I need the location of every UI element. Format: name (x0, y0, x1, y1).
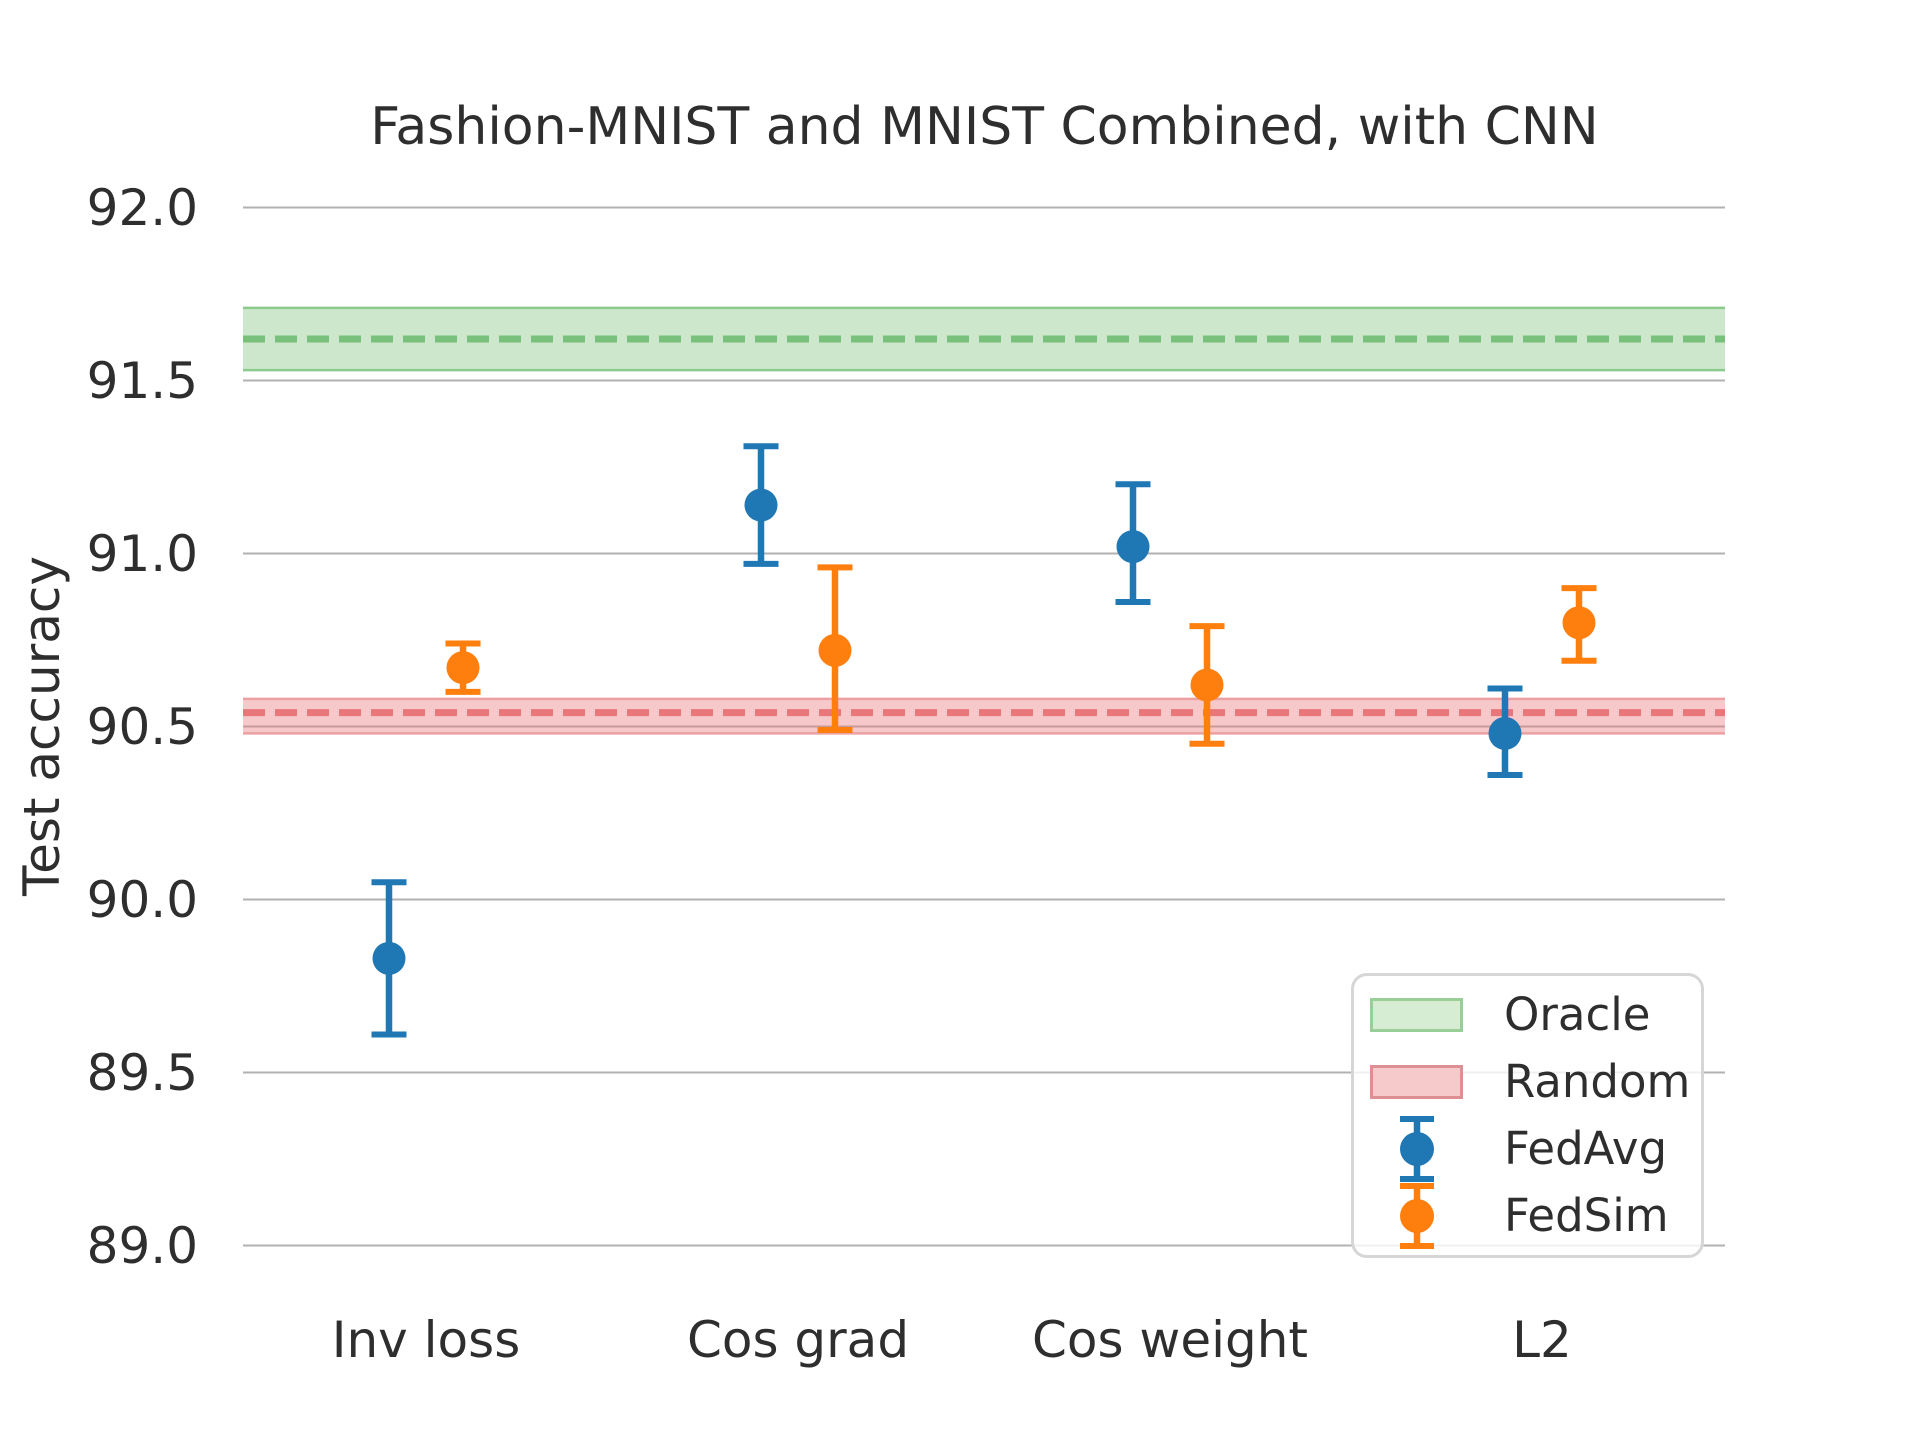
data-point-marker (446, 651, 480, 685)
data-point-marker (1562, 606, 1596, 640)
errorbar-point (445, 640, 481, 695)
legend-item-fedavg: FedAvg (1354, 1115, 1701, 1182)
data-point-marker (818, 633, 852, 667)
series-fedsim (445, 564, 1597, 747)
errorbar-marker-icon (1399, 1115, 1434, 1182)
errorbar-marker-icon (1399, 1182, 1434, 1249)
legend-label: FedSim (1504, 1188, 1669, 1242)
gridlines (243, 206, 1725, 1247)
legend-swatch-random (1370, 1048, 1463, 1115)
chart-title: Fashion-MNIST and MNIST Combined, with C… (370, 97, 1599, 157)
legend-item-oracle: Oracle (1354, 981, 1701, 1048)
y-tick-label: 91.5 (86, 351, 198, 410)
band-swatch (1370, 997, 1463, 1032)
series-fedavg (371, 443, 1523, 1038)
y-tick-label: 90.5 (86, 697, 198, 756)
legend-swatch-oracle (1370, 981, 1463, 1048)
errorbar-point (1561, 585, 1597, 664)
band-swatch (1370, 1064, 1463, 1099)
data-point-marker (372, 941, 406, 975)
y-tick-label: 89.5 (86, 1043, 198, 1102)
legend-marker-fedsim-icon (1370, 1182, 1463, 1249)
data-point-marker (1116, 530, 1150, 564)
errorbar-point (817, 564, 853, 733)
y-tick-label: 92.0 (86, 178, 198, 237)
band-random (243, 697, 1725, 735)
legend-label: Random (1504, 1054, 1691, 1108)
x-tick-label: L2 (1512, 1311, 1572, 1369)
errorbar-point (1189, 623, 1225, 747)
data-point-marker (1488, 716, 1522, 750)
data-point-marker (1190, 668, 1224, 702)
legend-item-fedsim: FedSim (1354, 1182, 1701, 1249)
band-oracle (243, 306, 1725, 372)
y-tick-label: 90.0 (86, 870, 198, 929)
errorbar-point (371, 879, 407, 1038)
legend-item-random: Random (1354, 1048, 1701, 1115)
legend-label: FedAvg (1504, 1121, 1668, 1175)
errorbar-point (1115, 481, 1151, 605)
y-tick-label: 91.0 (86, 524, 198, 583)
x-tick-label: Cos grad (686, 1311, 910, 1369)
legend-marker-fedavg-icon (1370, 1115, 1463, 1182)
legend-label: Oracle (1504, 987, 1651, 1041)
data-point-marker (744, 488, 778, 522)
errorbar-point (743, 443, 779, 567)
errorbar-point (1487, 685, 1523, 778)
x-tick-label: Cos weight (1031, 1311, 1309, 1369)
y-tick-label: 89.0 (86, 1216, 198, 1275)
x-tick-label: Inv loss (331, 1311, 521, 1369)
